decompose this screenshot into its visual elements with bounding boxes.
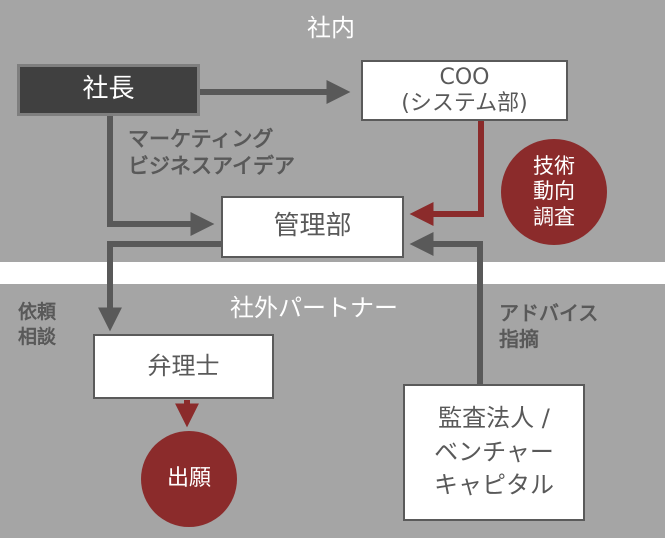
zone-divider [0, 262, 665, 284]
tech-trends-circle: 技術 動向 調査 [501, 139, 607, 245]
tech-trends-line3: 調査 [533, 204, 575, 229]
marketing-note-line2: ビジネスアイデア [128, 154, 295, 179]
filing-label: 出願 [166, 465, 211, 491]
external-zone-label: 社外パートナー [230, 294, 398, 322]
request-note-line1: 依頼 [18, 301, 57, 323]
president-to-admin-arrow [107, 115, 215, 236]
advice-note: アドバイス 指摘 [499, 300, 598, 352]
tech-trends-line1: 技術 [533, 153, 575, 178]
coo-label-line2: (システム部) [401, 90, 528, 116]
advice-note-line2: 指摘 [499, 327, 539, 351]
advice-note-line1: アドバイス [499, 301, 599, 325]
investors-box: 監査法人 / ベンチャー キャピタル [403, 384, 585, 521]
coo-to-admin-arrow [409, 121, 484, 226]
investors-label-line1: 監査法人 / [438, 404, 550, 433]
filing-circle: 出願 [141, 431, 237, 527]
marketing-note: マーケティング ビジネスアイデア [128, 126, 295, 181]
tech-trends-line2: 動向 [533, 179, 575, 204]
coo-box: COO (システム部) [361, 60, 568, 121]
admin-label: 管理部 [273, 211, 352, 242]
internal-zone-label: 社内 [307, 14, 355, 42]
investors-label-line2: ベンチャー [434, 437, 554, 466]
admin-box: 管理部 [221, 196, 404, 258]
admin-to-patent-attorney-arrow [98, 241, 222, 332]
president-label: 社長 [82, 74, 135, 105]
investors-label-line3: キャピタル [434, 471, 554, 500]
coo-label-line1: COO [439, 65, 490, 91]
marketing-note-line1: マーケティング [128, 127, 274, 151]
request-note: 依頼 相談 [18, 300, 56, 349]
investors-to-admin-arrow [409, 232, 483, 384]
patent-attorney-box: 弁理士 [93, 334, 274, 399]
patent-attorney-label: 弁理士 [147, 351, 220, 380]
request-note-line2: 相談 [18, 325, 57, 348]
president-box: 社長 [17, 64, 200, 116]
